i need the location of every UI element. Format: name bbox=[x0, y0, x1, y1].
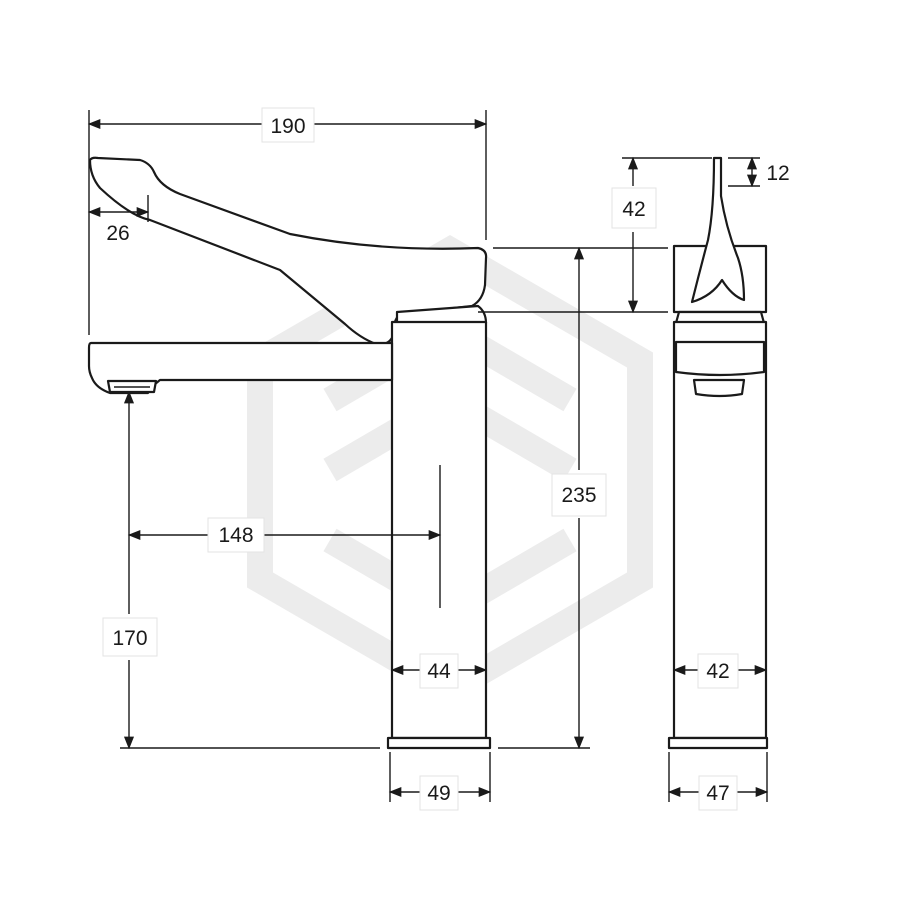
faucet-side-view bbox=[667, 156, 769, 750]
dim-overall-reach: 190 bbox=[270, 115, 305, 138]
aerator-side bbox=[692, 378, 746, 398]
dim-body-width-front: 44 bbox=[427, 660, 451, 683]
dim-lever-width: 12 bbox=[766, 162, 789, 185]
dim-body-width-side: 42 bbox=[706, 660, 729, 683]
dim-handle-height: 42 bbox=[622, 198, 645, 221]
dim-base-width-front: 49 bbox=[427, 782, 450, 805]
base-side bbox=[667, 736, 769, 750]
dim-spout-height: 170 bbox=[112, 627, 147, 650]
base-front bbox=[386, 736, 492, 750]
spout-end-side bbox=[674, 340, 766, 377]
dim-base-width-side: 47 bbox=[706, 782, 729, 805]
dimension-lines bbox=[87, 118, 769, 798]
lever-side bbox=[690, 156, 746, 304]
dim-spout-reach: 148 bbox=[218, 524, 253, 547]
lever-handle-front bbox=[88, 156, 488, 346]
dim-total-height: 235 bbox=[561, 484, 596, 507]
dim-handle-offset: 26 bbox=[106, 222, 129, 245]
dimension-labels: 190 26 148 170 235 42 12 44 42 49 47 bbox=[102, 107, 790, 811]
